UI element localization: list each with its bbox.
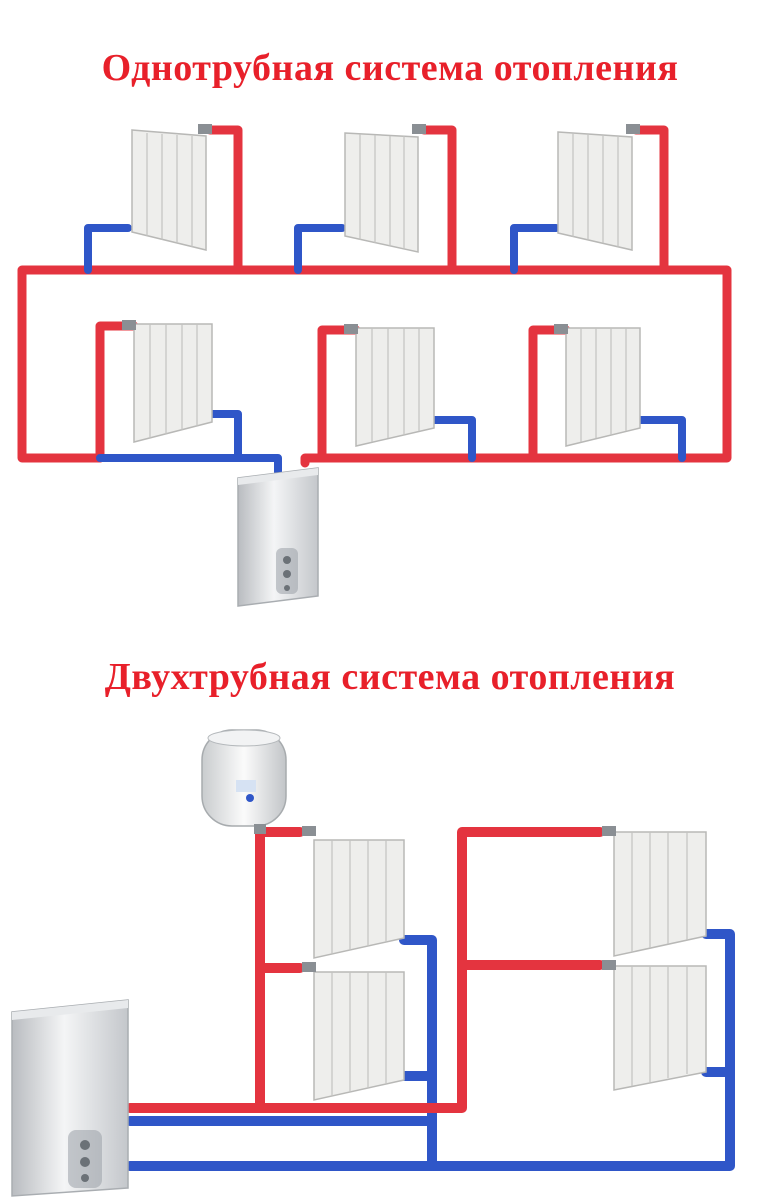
radiator-icon: [131, 124, 212, 251]
supply-riser-top-3: [631, 125, 669, 275]
valve-icon: [412, 124, 426, 134]
return-top-1: [84, 224, 132, 274]
radiator-icon: [602, 826, 707, 957]
return-low-2: [430, 416, 476, 462]
supply-riser-top-1: [205, 125, 243, 275]
return-low-3: [636, 416, 686, 462]
radiator-icon: [344, 324, 435, 447]
supply-riser-top-2: [419, 125, 457, 275]
boiler-icon: [237, 467, 319, 607]
supply-riser-low-3: [528, 325, 571, 463]
valve-icon: [122, 320, 136, 330]
two-pipe-circuit: [125, 827, 735, 1171]
valve-icon: [344, 324, 358, 334]
return-top-2: [294, 224, 346, 274]
valve-icon: [198, 124, 212, 134]
return-top-3: [510, 224, 560, 274]
radiator-icon: [344, 124, 426, 253]
valve-icon: [626, 124, 640, 134]
return-to-boiler: [96, 454, 282, 476]
supply-main-loop: [17, 265, 732, 468]
boiler-icon: [11, 999, 129, 1197]
supply-riser-low-2: [317, 325, 361, 463]
radiator-icon: [554, 324, 641, 447]
radiator-icon: [302, 826, 405, 959]
radiator-icon: [122, 320, 213, 443]
valve-icon: [302, 826, 316, 836]
two-pipe-title: Двухтрубная система отопления: [104, 656, 676, 698]
valve-icon: [602, 826, 616, 836]
return-low-1: [206, 410, 242, 462]
return-riser-1: [125, 935, 437, 1126]
valve-icon: [602, 960, 616, 970]
radiator-icon: [602, 960, 707, 1091]
radiator-icon: [557, 124, 640, 251]
valve-icon: [554, 324, 568, 334]
one-pipe-title: Однотрубная система отопления: [101, 47, 679, 89]
supply-riser-low-1: [95, 321, 139, 463]
radiator-icon: [302, 962, 405, 1101]
expansion-tank-icon: [201, 729, 287, 834]
valve-icon: [302, 962, 316, 972]
